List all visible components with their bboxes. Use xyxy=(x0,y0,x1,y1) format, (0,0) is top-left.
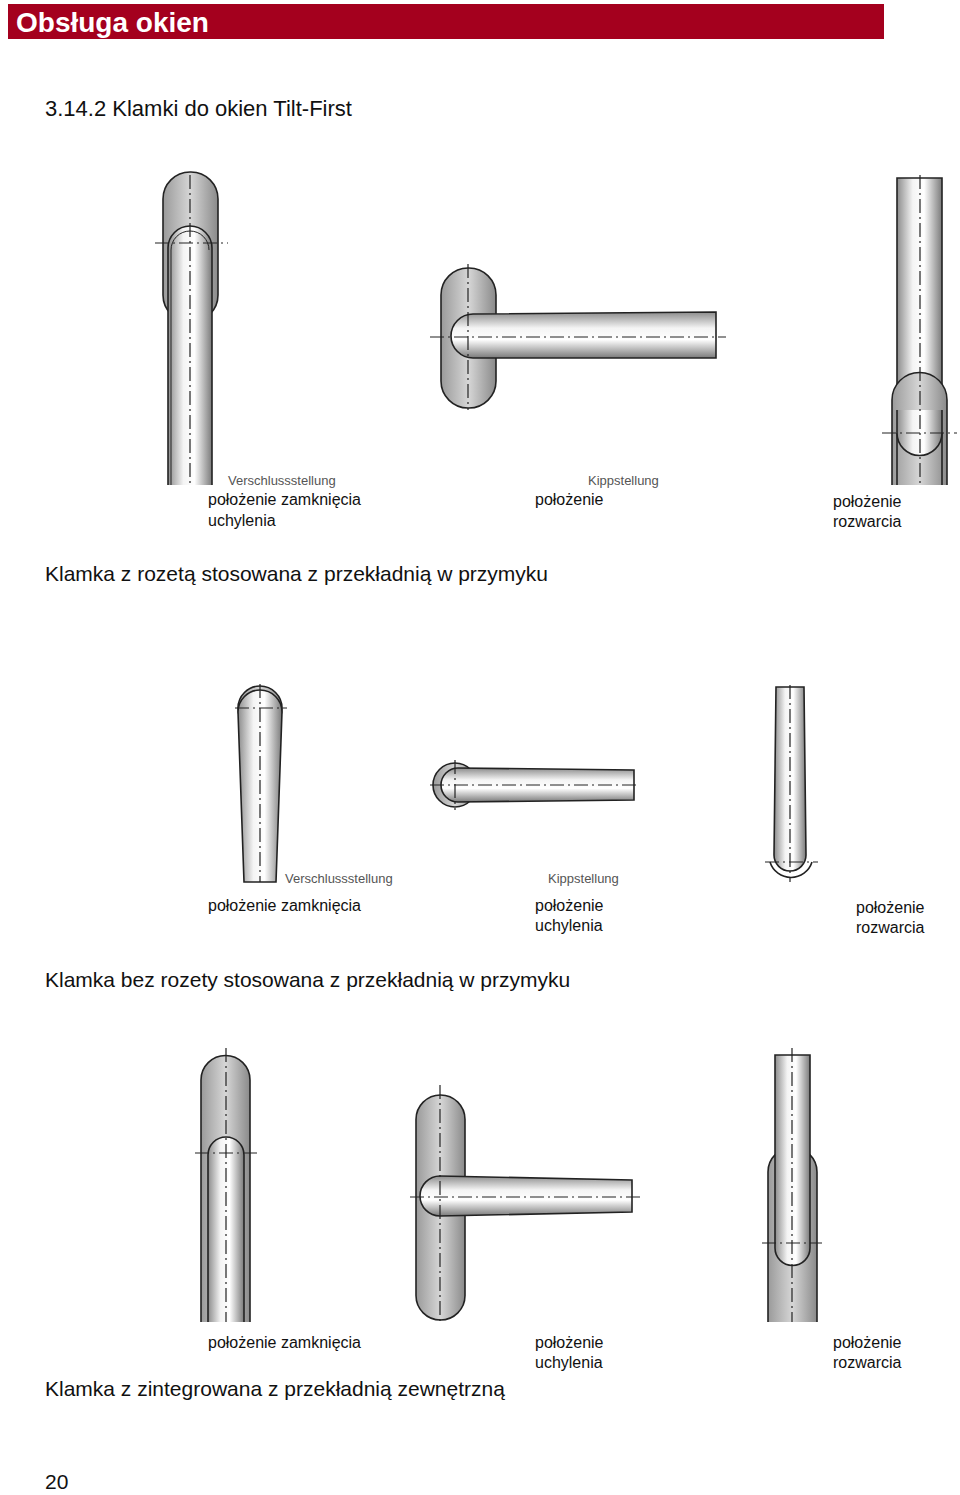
position-label: położenie rozwarcia xyxy=(833,1333,928,1373)
german-label: Kippstellung xyxy=(548,871,619,887)
position-label: położenie rozwarcia xyxy=(833,492,928,532)
figure-caption: Klamka z rozetą stosowana z przekładnią … xyxy=(45,561,548,587)
position-label: uchylenia xyxy=(208,511,276,531)
position-label: położenie uchylenia xyxy=(535,1333,630,1373)
position-label: położenie zamknięcia xyxy=(208,490,361,510)
position-label: położenie rozwarcia xyxy=(856,898,951,938)
german-label: Kippstellung xyxy=(588,473,659,489)
german-label: Verschlussstellung xyxy=(228,473,336,489)
german-label: Verschlussstellung xyxy=(285,871,393,887)
section-title: 3.14.2 Klamki do okien Tilt-First xyxy=(45,95,352,123)
figure-caption: Klamka bez rozety stosowana z przekładni… xyxy=(45,967,570,993)
page-number: 20 xyxy=(45,1469,68,1495)
header-text: Obsługa okien xyxy=(16,5,209,40)
position-label: położenie zamknięcia xyxy=(208,1333,361,1353)
position-label: położenie uchylenia xyxy=(535,896,630,936)
position-label: położenie zamknięcia xyxy=(208,896,361,916)
position-label: położenie xyxy=(535,490,604,510)
figure-caption: Klamka z zintegrowana z przekładnią zewn… xyxy=(45,1376,505,1402)
